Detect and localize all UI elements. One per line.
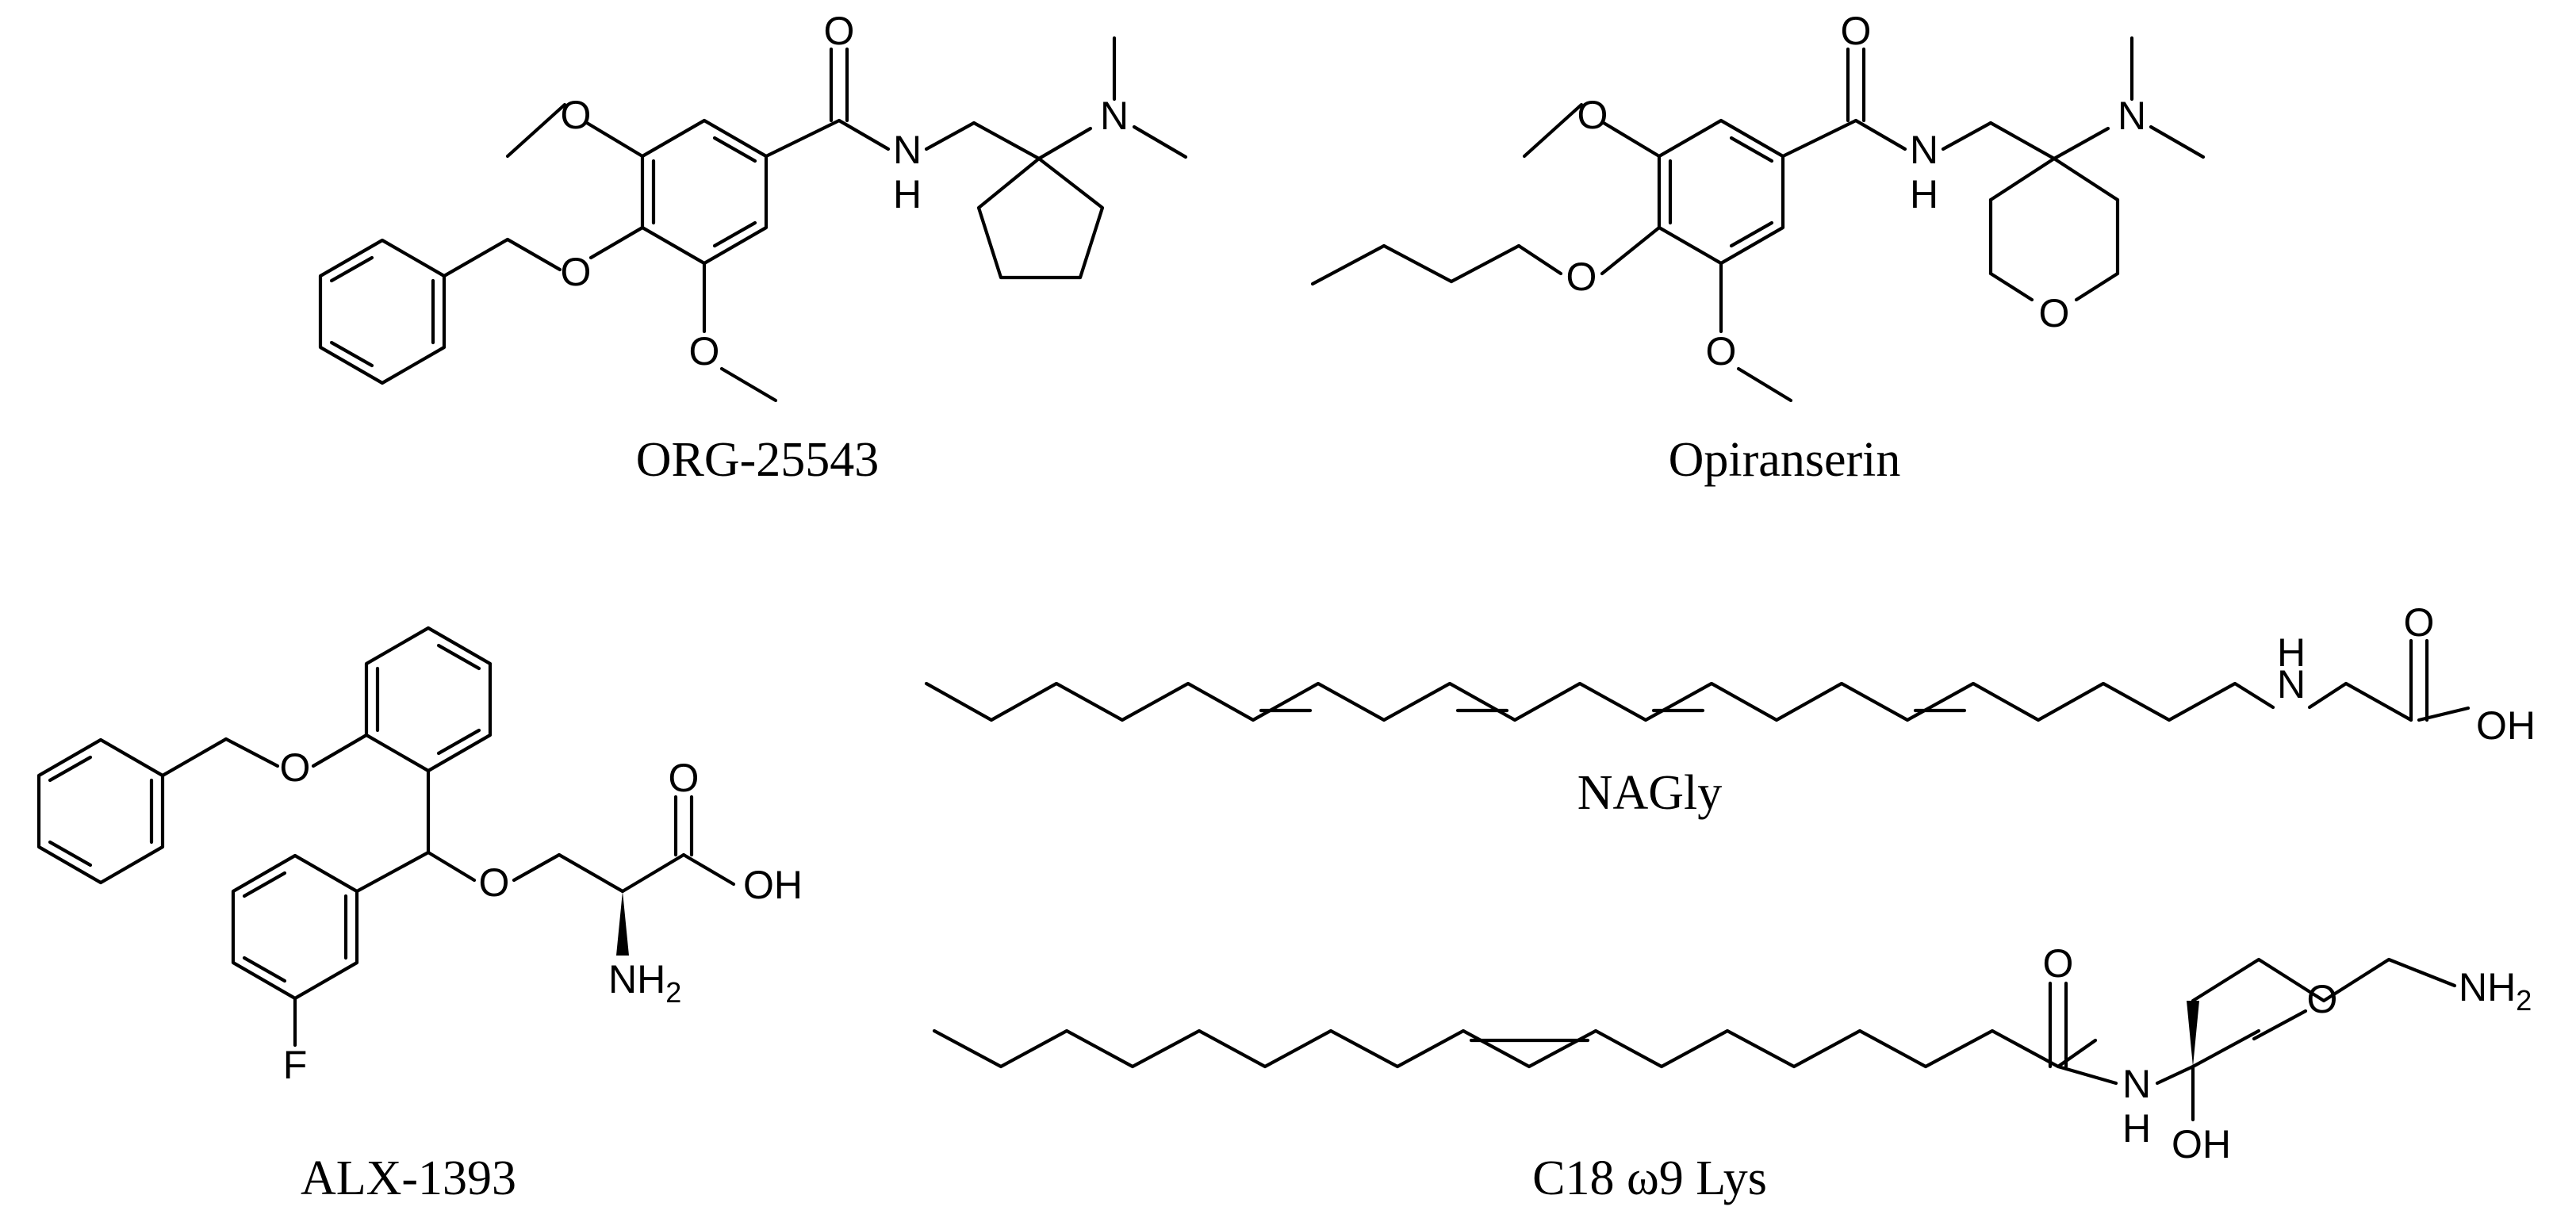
opi-methoxy-oxygen-top: O xyxy=(1577,93,1608,137)
compound-alx-1393: O O O OH NH2 F ALX-1393 xyxy=(36,626,803,1205)
alx-ether-oxygen-2: O xyxy=(479,860,510,905)
org-amide-hydrogen: H xyxy=(893,172,922,216)
alx-fluorine: F xyxy=(283,1043,308,1087)
alx-carbonyl-oxygen: O xyxy=(669,756,700,800)
opi-ether-oxygen: O xyxy=(1566,255,1597,299)
opi-methoxy-oxygen-bottom: O xyxy=(1706,329,1737,373)
opi-bonds xyxy=(1310,36,2206,403)
opi-amide-hydrogen: H xyxy=(1910,172,1938,216)
alx-bonds xyxy=(36,626,736,1048)
org-amide-nitrogen: N xyxy=(893,128,922,172)
c18-amide-hydrogen: H xyxy=(2122,1106,2151,1151)
compound-opiranserin: O N H N O O O O Opiranserin xyxy=(1310,9,2206,487)
org-methoxy-oxygen-top: O xyxy=(561,93,592,137)
org-dimethylamino-nitrogen: N xyxy=(1100,94,1129,138)
nagly-bonds xyxy=(924,638,2471,722)
c18-hydroxyl: OH xyxy=(2172,1122,2231,1166)
c18-bonds xyxy=(932,957,2457,1122)
alx-amine: NH2 xyxy=(608,957,681,1009)
caption-org-25543: ORG-25543 xyxy=(636,433,880,487)
opi-carbonyl-oxygen: O xyxy=(1841,9,1872,53)
org-ether-oxygen: O xyxy=(561,250,592,294)
caption-opiranserin: Opiranserin xyxy=(1669,433,1901,487)
c18-acid-oxygen: O xyxy=(2307,977,2338,1021)
c18-amide-oxygen: O xyxy=(2043,941,2074,986)
compound-c18-omega9-lys: O N H O OH NH2 C18 ω9 Lys xyxy=(932,941,2532,1205)
alx-hydroxyl: OH xyxy=(743,863,803,907)
nagly-amine-hydrogen: H xyxy=(2277,630,2306,675)
nagly-hydroxyl: OH xyxy=(2476,703,2536,748)
opi-amide-nitrogen: N xyxy=(1910,128,1938,172)
caption-c18-omega9-lys: C18 ω9 Lys xyxy=(1532,1151,1767,1205)
caption-nagly: NAGly xyxy=(1577,766,1723,820)
nagly-amine-nitrogen: N xyxy=(2277,662,2306,707)
caption-alx-1393: ALX-1393 xyxy=(301,1151,516,1205)
c18-terminal-amine: NH2 xyxy=(2459,965,2532,1017)
compound-nagly: N H O OH NAGly xyxy=(924,600,2536,820)
compound-org-25543: O N H N O O O ORG-25543 xyxy=(318,9,1188,487)
nagly-carbonyl-oxygen: O xyxy=(2404,600,2435,645)
opi-ring-oxygen: O xyxy=(2039,291,2070,335)
org-bonds xyxy=(318,36,1188,403)
org-carbonyl-oxygen: O xyxy=(824,9,855,53)
c18-amide-nitrogen: N xyxy=(2122,1062,2151,1106)
opi-dimethylamino-nitrogen: N xyxy=(2118,94,2146,138)
org-methoxy-oxygen-bottom: O xyxy=(689,329,720,373)
alx-ether-oxygen-1: O xyxy=(280,745,311,790)
